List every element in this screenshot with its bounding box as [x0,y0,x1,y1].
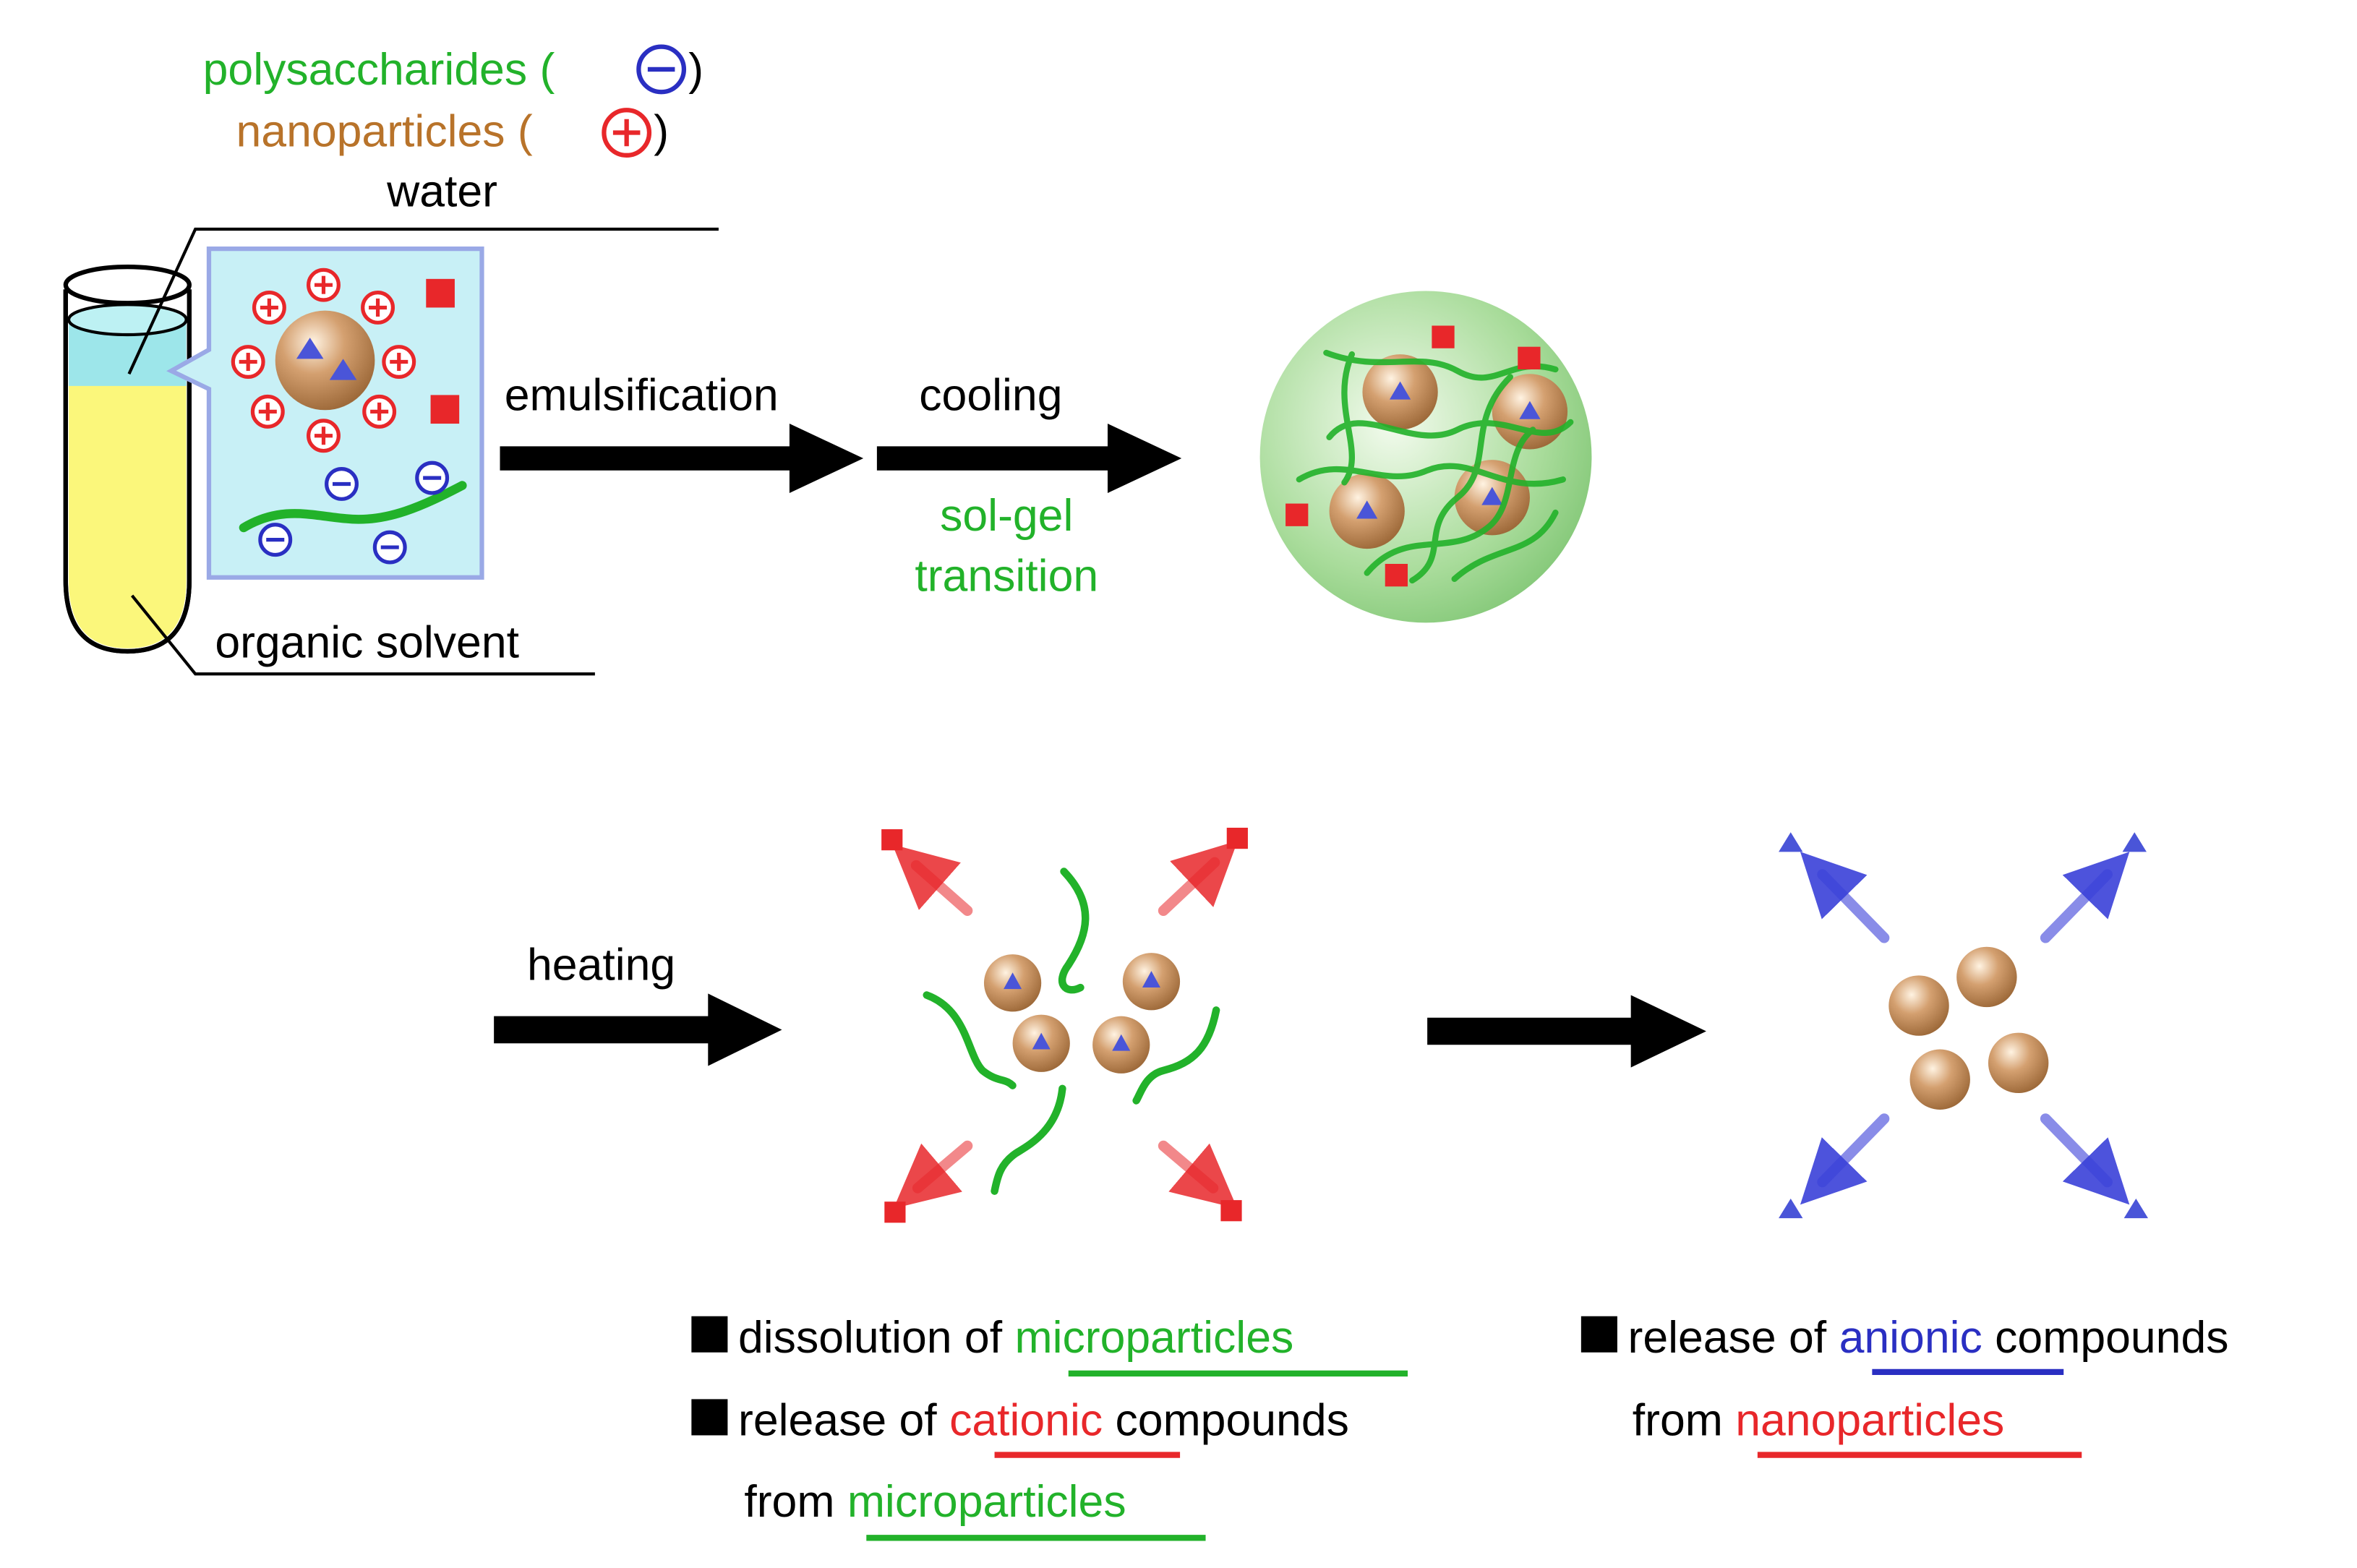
plus-circle-icon [250,394,285,429]
test-tube [63,265,192,654]
organic-solvent-label: organic solvent [215,617,519,667]
minus-circle-icon [325,467,359,501]
notes-right: release of anionic compounds from nanopa… [1580,1312,2229,1458]
polysaccharides-label: polysaccharides ( [203,44,555,95]
plus-circle-icon [307,267,341,302]
emulsification-arrow: emulsification [500,369,864,493]
cooling-label: cooling [919,369,1062,420]
cooling-arrow: cooling sol-gel transition [876,369,1182,601]
plus-circle-icon [362,394,397,429]
blue-triangle-icon [329,359,357,380]
svg-text:): ) [654,106,669,156]
water-droplet-zoom [166,246,484,580]
plus-circle-icon [361,290,395,325]
water-label: water [386,166,497,217]
minus-circle-icon [636,44,687,95]
minus-circle-icon [415,460,450,495]
solvent-leader [130,594,595,676]
transition-label: transition [915,551,1098,601]
polysaccharide-chain [239,481,467,533]
blue-triangle-icon [296,338,324,359]
nanoparticles-label: nanoparticles ( [236,106,533,156]
heating-arrow: heating [494,940,782,1066]
nanoparticle [275,310,375,411]
bullet-square-icon [1580,1316,1617,1353]
bullet-square-icon [691,1399,728,1436]
bullet-square-icon [691,1316,728,1353]
water-leader [127,227,719,375]
svg-text:release of anionic compounds: release of anionic compounds [1628,1312,2229,1363]
dissolved-microparticle [881,827,1248,1223]
plus-circle-icon [231,345,265,380]
notes-left: dissolution of microparticles release of… [691,1312,1408,1541]
plus-circle-icon [602,108,652,158]
close-paren: ) [688,44,703,95]
plus-circle-icon [307,419,341,453]
gel-microparticle [1259,291,1592,623]
legend: polysaccharides ( ) nanoparticles ( ) [203,44,703,158]
sol-gel-label: sol-gel [940,490,1073,541]
plus-circle-icon [382,345,416,380]
emulsification-label: emulsification [505,369,779,420]
red-square-icon [430,395,460,424]
plus-circle-icon [252,290,286,325]
red-square-icon [426,278,455,308]
release-arrow [1427,995,1706,1068]
svg-text:from nanoparticles: from nanoparticles [1633,1395,2005,1445]
free-nanoparticles [1779,832,2149,1219]
minus-circle-icon [372,530,407,565]
heating-label: heating [527,940,675,990]
minus-circle-icon [258,523,293,557]
svg-text:polysaccharides (: polysaccharides ( [203,44,555,95]
svg-text:dissolution of microparticles: dissolution of microparticles [738,1312,1293,1363]
svg-text:from microparticles: from microparticles [744,1476,1126,1527]
svg-text:release of cationic compounds: release of cationic compounds [738,1395,1349,1445]
